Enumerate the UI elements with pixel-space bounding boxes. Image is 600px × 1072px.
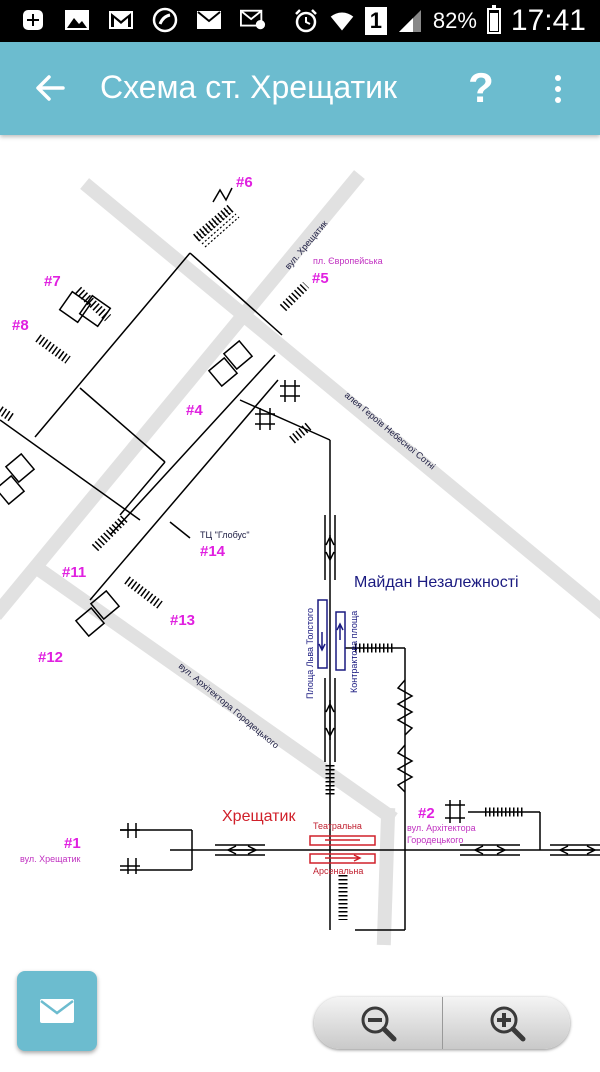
email-icon	[40, 999, 74, 1023]
missed-call-icon	[152, 7, 178, 33]
exit-label-8: #8	[12, 317, 29, 334]
exit-label-4: #4	[186, 402, 203, 419]
maidan-halls	[317, 599, 346, 671]
status-bar: 1 82% 17:41	[0, 0, 600, 42]
exit-label-1: #1	[64, 835, 81, 852]
exit2-street-label-2: Городецького	[407, 835, 463, 845]
back-button[interactable]	[28, 66, 72, 110]
zoom-in-button[interactable]	[442, 997, 571, 1049]
exit-label-13: #13	[170, 612, 195, 629]
hall-label-teatralna: Театральна	[313, 821, 362, 831]
more-vert-icon[interactable]	[546, 68, 570, 110]
hall-label-tolstoy: Площа Льва Толстого	[305, 608, 315, 699]
clock: 17:41	[510, 4, 586, 37]
arrow-left-icon	[36, 75, 65, 101]
escalators	[0, 203, 525, 920]
zoom-out-icon	[361, 1006, 397, 1042]
zoom-control	[314, 997, 570, 1049]
exit-label-12: #12	[38, 649, 63, 666]
station-label-maidan: Майдан Незалежності	[354, 574, 519, 591]
exit2-street-label-1: вул. Архітектора	[407, 823, 476, 833]
exit-label-14: #14	[200, 543, 226, 560]
exit1-street-label: вул. Хрещатик	[20, 854, 81, 864]
hall-label-arsenalna: Арсенальна	[313, 866, 363, 876]
battery-percent: 82%	[432, 8, 477, 33]
zoom-in-icon	[490, 1006, 526, 1042]
email-icon	[196, 8, 222, 32]
ramps	[212, 187, 414, 793]
streets	[0, 170, 600, 946]
alarm-icon	[293, 9, 319, 33]
email-error-icon	[240, 8, 266, 32]
alley-label-heroes: алея Героїв Небесної Сотні	[343, 390, 438, 472]
help-button[interactable]: ?	[468, 64, 494, 111]
platforms	[215, 515, 600, 856]
plus-box-icon	[20, 8, 46, 32]
exit-label-7: #7	[44, 273, 61, 290]
sim-icon: 1	[364, 7, 387, 35]
exit-label-11: #11	[62, 564, 86, 581]
exit-label-2: #2	[418, 805, 435, 822]
signal-icon	[397, 9, 423, 33]
street-label-horodetsky: вул. Архітектора Городецького	[177, 661, 281, 751]
zoom-out-button[interactable]	[314, 997, 442, 1049]
mall-label-globus: ТЦ "Глобус"	[200, 530, 250, 540]
square-label-european: пл. Європейська	[313, 256, 383, 266]
exit-label-5: #5	[312, 270, 329, 287]
page-title: Схема ст. Хрещатик	[100, 69, 398, 105]
gmail-icon	[108, 8, 134, 32]
crossing-halls	[309, 835, 376, 864]
exit-label-6: #6	[236, 174, 253, 191]
hall-label-kontraktova: Контрактова площа	[349, 611, 359, 693]
app-bar: Схема ст. Хрещатик ?	[0, 42, 600, 135]
email-button[interactable]	[17, 971, 97, 1051]
image-icon	[64, 8, 90, 32]
station-label-khreshchatyk: Хрещатик	[222, 808, 296, 825]
station-map[interactable]: #1 #2 #4 #5 #6 #7 #8 #11 #12 #13 #14 вул…	[0, 135, 600, 1067]
turnstiles	[0, 290, 465, 874]
battery-icon	[486, 5, 501, 34]
wifi-icon	[329, 9, 355, 33]
